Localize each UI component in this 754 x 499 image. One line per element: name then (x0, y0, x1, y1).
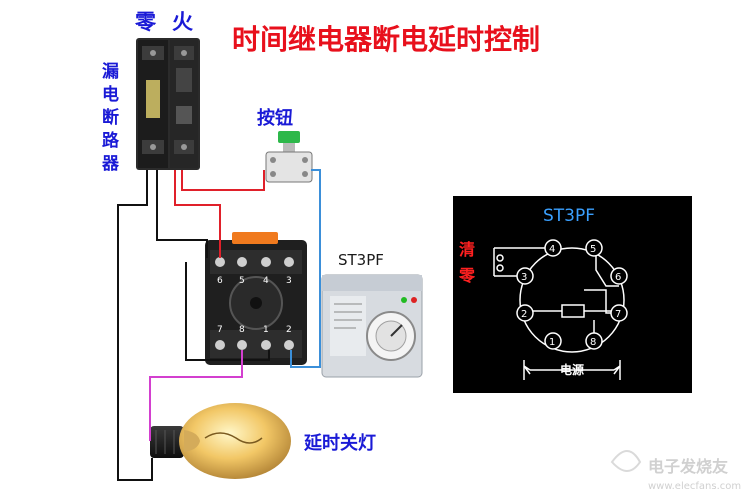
clear-label-char: 清 (459, 240, 475, 259)
breaker-name-char: 漏 (102, 62, 119, 82)
timer-relay (321, 274, 423, 378)
black-wire (117, 170, 153, 481)
socket-terminal-numbers: 6 5 4 3 7 8 1 2 (217, 276, 292, 335)
pin-8: 8 (585, 332, 603, 350)
pin-1: 1 (544, 332, 562, 350)
pin-number: 8 (590, 337, 596, 348)
socket-number: 2 (286, 325, 292, 335)
pin-7: 7 (610, 304, 628, 322)
socket-number: 4 (263, 276, 269, 286)
clear-label-char: 零 (458, 266, 476, 285)
socket-number: 5 (239, 276, 245, 286)
pin-number: 4 (549, 244, 555, 255)
watermark: 电子发烧友 www.elecfans.com (610, 450, 741, 492)
power-label: 电源 (560, 362, 584, 377)
pin-number: 7 (615, 309, 621, 320)
light-bulb (150, 403, 291, 479)
socket-number: 1 (263, 325, 269, 335)
red-wire (181, 170, 265, 191)
watermark-url: www.elecfans.com (648, 481, 741, 492)
lamp-label: 延时关灯 (303, 432, 376, 454)
blue-wire (290, 169, 321, 368)
circuit-breaker (136, 38, 200, 170)
pin-number: 6 (615, 272, 621, 283)
black-wire (185, 262, 270, 361)
schematic-pins: 1 2 3 4 5 6 7 (516, 239, 628, 350)
wires (117, 169, 321, 481)
socket-number: 7 (217, 325, 223, 335)
breaker-name-char: 路 (102, 130, 120, 151)
socket-number: 8 (239, 325, 245, 335)
breaker-name-char: 电 (102, 84, 119, 105)
black-wire (156, 170, 208, 258)
button-label: 按钮 (257, 107, 293, 129)
relay-socket (205, 232, 307, 365)
schematic-title: ST3PF (543, 206, 595, 226)
pin-3: 3 (516, 267, 534, 285)
socket-number: 6 (217, 276, 223, 286)
pin-number: 1 (549, 337, 555, 348)
pin-number: 2 (521, 309, 527, 320)
schematic-panel: ST3PF 清 零 1 (453, 196, 692, 393)
pin-6: 6 (610, 267, 628, 285)
relay-model-label: ST3PF (338, 251, 384, 269)
diagram-title: 时间继电器断电延时控制 (232, 23, 540, 56)
red-wire (174, 170, 221, 258)
watermark-logo-icon (610, 450, 642, 472)
push-button (265, 131, 313, 183)
breaker-name-char: 器 (101, 154, 120, 174)
breaker-name-char: 断 (102, 107, 119, 128)
magenta-wire (149, 350, 243, 441)
pin-number: 3 (521, 272, 527, 283)
live-label: 火 (172, 10, 193, 34)
watermark-brand: 电子发烧友 (648, 457, 729, 476)
pin-4: 4 (544, 239, 562, 257)
pin-2: 2 (516, 304, 534, 322)
socket-number: 3 (286, 276, 292, 286)
breaker-labels: 零 火 漏 电 断 路 器 (101, 10, 193, 174)
pin-number: 5 (590, 244, 596, 255)
neutral-label: 零 (134, 10, 157, 34)
pin-5: 5 (585, 239, 603, 257)
